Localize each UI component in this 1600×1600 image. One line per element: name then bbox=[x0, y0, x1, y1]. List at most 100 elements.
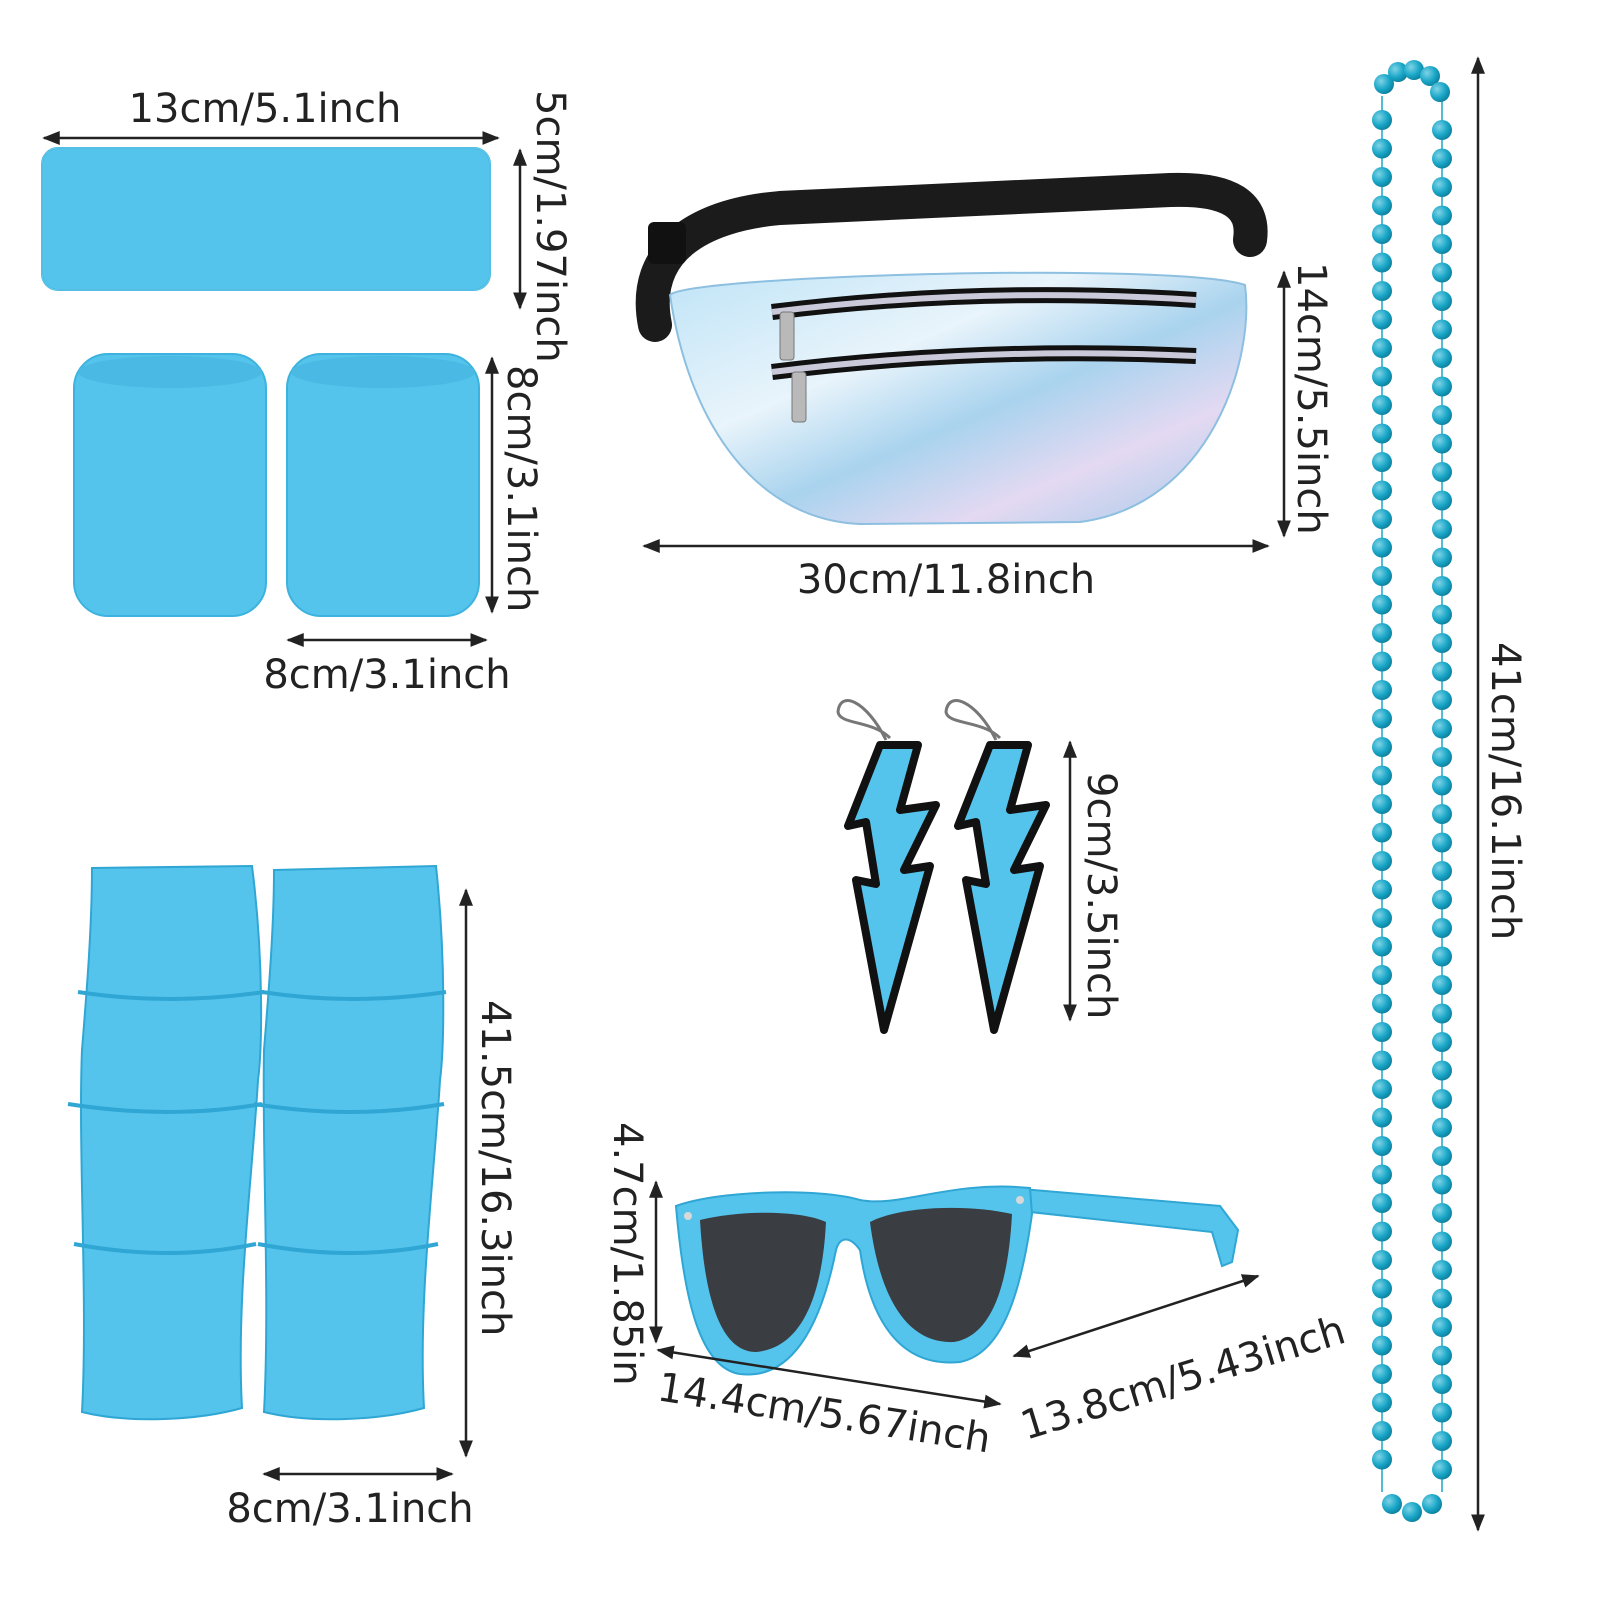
necklace-bead bbox=[1432, 918, 1452, 938]
necklace-bead bbox=[1432, 177, 1452, 197]
sunglasses-front-dimension: 14.4cm/5.67inch bbox=[654, 1345, 1002, 1462]
necklace-bead bbox=[1372, 1364, 1392, 1384]
necklace-bead bbox=[1372, 1335, 1392, 1356]
necklace-bead bbox=[1432, 433, 1452, 454]
necklace-bead bbox=[1372, 338, 1392, 358]
leg-warmer-width-label: 8cm/3.1inch bbox=[226, 1486, 473, 1532]
necklace-bead bbox=[1432, 547, 1452, 568]
necklace-bead bbox=[1372, 110, 1392, 130]
necklace-bead bbox=[1430, 82, 1450, 102]
necklace-bead bbox=[1382, 1494, 1402, 1514]
necklace-bead bbox=[1372, 879, 1392, 900]
earring-height-label: 9cm/3.5inch bbox=[1078, 772, 1124, 1019]
necklace-bead bbox=[1372, 822, 1392, 843]
necklace-bead bbox=[1432, 205, 1452, 226]
leg-warmer-left bbox=[67, 864, 265, 1421]
necklace-bead bbox=[1432, 718, 1452, 739]
necklace-bead bbox=[1372, 423, 1392, 444]
necklace-bead bbox=[1372, 167, 1392, 187]
necklace-bead bbox=[1432, 1345, 1452, 1366]
necklace-bead bbox=[1372, 851, 1392, 871]
necklace-bead bbox=[1388, 62, 1408, 82]
necklace-bead bbox=[1402, 1502, 1422, 1522]
necklace-bead bbox=[1432, 889, 1452, 910]
necklace-bead bbox=[1432, 1288, 1452, 1309]
necklace-bead bbox=[1372, 1164, 1392, 1185]
necklace-bead bbox=[1432, 1117, 1452, 1138]
sunglasses-height-label: 4.7cm/1.85in bbox=[604, 1122, 650, 1386]
necklace-bead bbox=[1432, 747, 1452, 767]
sunglasses-front-label: 14.4cm/5.67inch bbox=[654, 1364, 993, 1462]
necklace-bead bbox=[1404, 60, 1424, 80]
necklace-bead bbox=[1432, 1260, 1452, 1280]
necklace-bead bbox=[1372, 1193, 1392, 1213]
necklace-length-dimension: 41cm/16.1inch bbox=[1471, 56, 1528, 1532]
leg-warmer-width-dimension: 8cm/3.1inch bbox=[226, 1467, 474, 1532]
necklace-bead bbox=[1372, 1278, 1392, 1299]
necklace-bead bbox=[1432, 376, 1452, 397]
necklace-bead bbox=[1432, 1459, 1452, 1480]
necklace-bead bbox=[1432, 576, 1452, 596]
necklace-bead bbox=[1372, 1107, 1392, 1128]
headband bbox=[41, 147, 491, 291]
fanny-pack-width-label: 30cm/11.8inch bbox=[797, 557, 1095, 603]
necklace-bead bbox=[1372, 594, 1392, 615]
necklace-bead bbox=[1432, 604, 1452, 625]
necklace-bead bbox=[1432, 1317, 1452, 1337]
fanny-pack bbox=[635, 172, 1268, 526]
necklace-length-label: 41cm/16.1inch bbox=[1482, 642, 1528, 940]
fanny-pack-height-label: 14cm/5.5inch bbox=[1288, 262, 1334, 535]
necklace-bead bbox=[1432, 234, 1452, 254]
necklace-bead bbox=[1420, 66, 1440, 86]
necklace-bead bbox=[1372, 623, 1392, 643]
necklace-bead bbox=[1432, 291, 1452, 311]
earring-left bbox=[836, 699, 940, 1034]
necklace-bead bbox=[1372, 680, 1392, 700]
wristband-height-label: 8cm/3.1inch bbox=[498, 365, 544, 612]
necklace-bead bbox=[1432, 1146, 1452, 1166]
necklace-bead bbox=[1372, 1022, 1392, 1042]
necklace-bead bbox=[1432, 1032, 1452, 1052]
necklace-bead bbox=[1372, 737, 1392, 757]
necklace-bead bbox=[1432, 1060, 1452, 1081]
necklace-bead bbox=[1372, 138, 1392, 159]
necklace-bead bbox=[1372, 537, 1392, 558]
necklace-bead bbox=[1432, 861, 1452, 881]
leg-warmer-right bbox=[253, 864, 447, 1421]
necklace-bead bbox=[1372, 1050, 1392, 1071]
necklace-bead bbox=[1432, 490, 1452, 511]
necklace-bead bbox=[1372, 480, 1392, 501]
fanny-pack-height-dimension: 14cm/5.5inch bbox=[1277, 262, 1334, 538]
necklace-bead bbox=[1432, 1402, 1452, 1423]
headband-height-dimension: 5cm/1.97inch bbox=[513, 90, 573, 363]
necklace-bead bbox=[1432, 319, 1452, 340]
wristband-left bbox=[73, 353, 267, 617]
necklace-bead bbox=[1374, 74, 1394, 94]
necklace-bead bbox=[1432, 1089, 1452, 1109]
necklace-bead bbox=[1432, 519, 1452, 539]
necklace-bead bbox=[1372, 794, 1392, 814]
necklace-bead bbox=[1372, 1079, 1392, 1099]
necklace-bead bbox=[1432, 1231, 1452, 1252]
sunglasses bbox=[674, 1185, 1240, 1376]
leg-warmer-height-dimension: 41.5cm/16.3inch bbox=[459, 888, 518, 1458]
leg-warmer-height-label: 41.5cm/16.3inch bbox=[472, 1000, 518, 1336]
necklace-bead bbox=[1372, 765, 1392, 786]
necklace-bead bbox=[1432, 661, 1452, 682]
necklace-bead bbox=[1432, 775, 1452, 796]
necklace-bead bbox=[1372, 936, 1392, 957]
fanny-pack-width-dimension: 30cm/11.8inch bbox=[642, 539, 1270, 603]
necklace-bead bbox=[1432, 405, 1452, 425]
sunglasses-arm-label: 13.8cm/5.43inch bbox=[1015, 1307, 1350, 1449]
necklace-bead bbox=[1432, 832, 1452, 853]
necklace-bead bbox=[1432, 1374, 1452, 1394]
necklace-bead bbox=[1372, 1307, 1392, 1327]
necklace-bead bbox=[1432, 633, 1452, 653]
necklace-bead bbox=[1372, 1221, 1392, 1242]
necklace-bead bbox=[1432, 1203, 1452, 1223]
wristband-width-dimension: 8cm/3.1inch bbox=[263, 633, 511, 698]
necklace-bead bbox=[1432, 1003, 1452, 1024]
necklace-bead bbox=[1372, 1250, 1392, 1270]
necklace-bead bbox=[1372, 1392, 1392, 1413]
